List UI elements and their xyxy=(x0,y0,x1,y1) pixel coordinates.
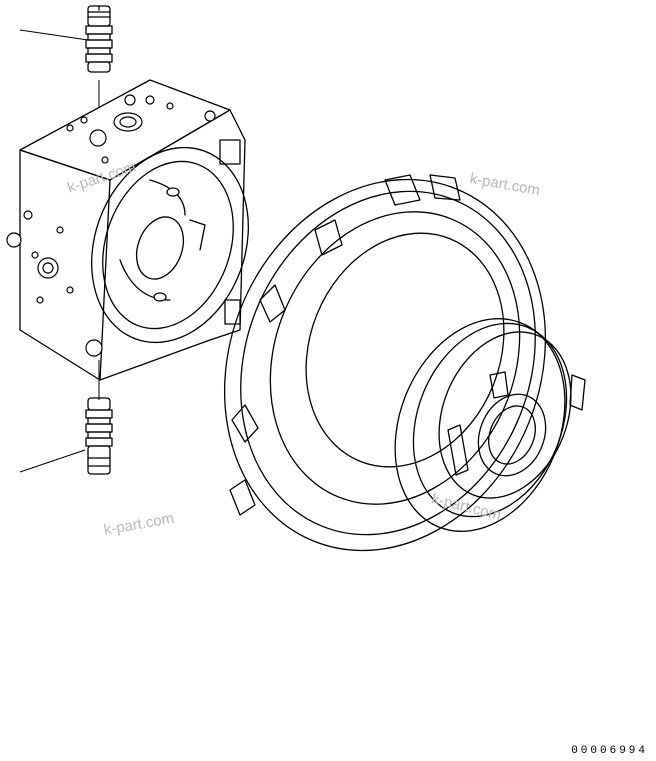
upper-valve-spool xyxy=(85,5,113,73)
motor-case xyxy=(223,174,586,552)
leader-line-upper xyxy=(19,29,89,41)
drawing-reference-number: 00006994 xyxy=(571,745,648,757)
leader-line-lower xyxy=(19,449,86,473)
lower-valve-spool xyxy=(85,397,113,475)
motor-valve-block xyxy=(6,79,249,381)
